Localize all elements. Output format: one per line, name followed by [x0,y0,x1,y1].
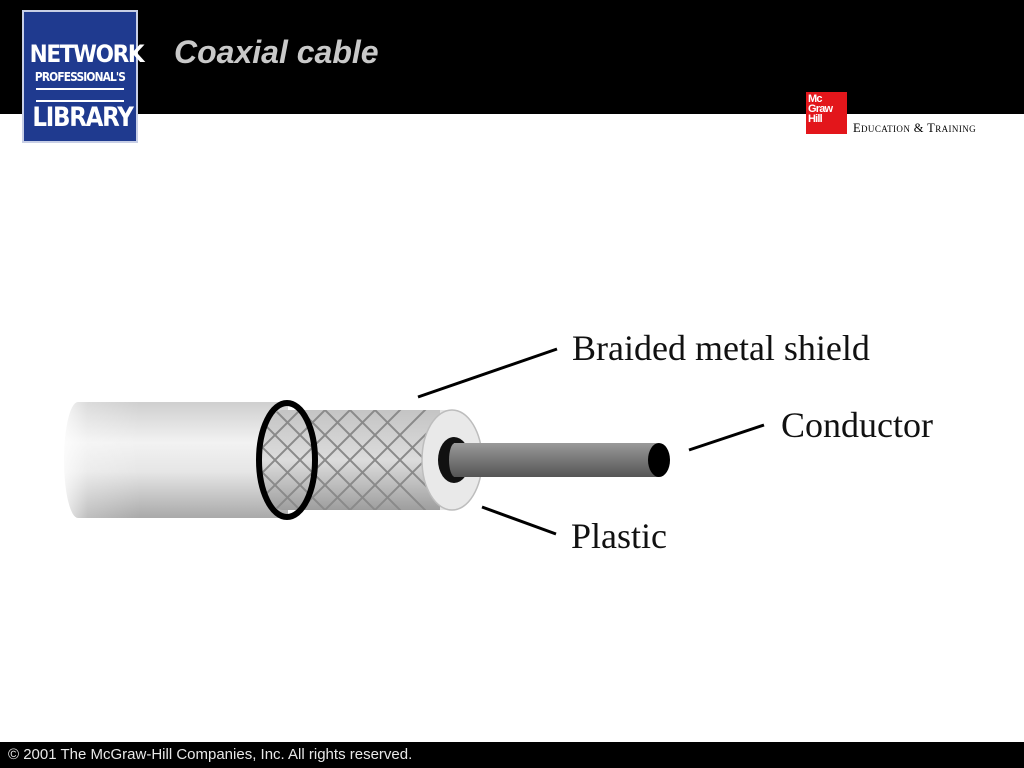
footer-bar: © 2001 The McGraw-Hill Companies, Inc. A… [0,742,1024,768]
label-braided-metal-shield: Braided metal shield [572,328,870,368]
braided-metal-shield [256,400,440,520]
osborne-tagline: Education & Training [853,121,977,135]
leader-line-conductor [688,423,765,452]
mcgraw-hill-logo-mc: Mc [808,93,822,105]
mcgraw-hill-logo-hill: Hill [808,113,823,125]
label-conductor: Conductor [781,405,933,445]
leader-line-plastic [481,505,557,536]
header-bar [0,0,1024,114]
mcgraw-hill-logo: Mc Graw Hill [806,92,847,134]
slide-title: Coaxial cable [174,34,379,70]
osborne-wordmark: OSBORNE [851,92,984,109]
copyright-text: © 2001 The McGraw-Hill Companies, Inc. A… [8,746,413,763]
cable-jacket [60,400,290,520]
logo-rule-bottom [36,100,124,102]
conductor-wire [449,443,670,477]
label-plastic: Plastic [571,516,667,556]
logo-line-professionals: PROFESSIONAL'S [34,69,126,84]
leader-line-shield [417,347,558,399]
logo-line-library: LIBRARY [32,102,133,133]
logo-rule-top [36,88,124,90]
mcgraw-hill-logo-graw: Graw [808,103,833,115]
logo-line-network: NETWORK [29,40,145,68]
network-professionals-library-logo: NETWORK PROFESSIONAL'S LIBRARY [22,10,145,143]
